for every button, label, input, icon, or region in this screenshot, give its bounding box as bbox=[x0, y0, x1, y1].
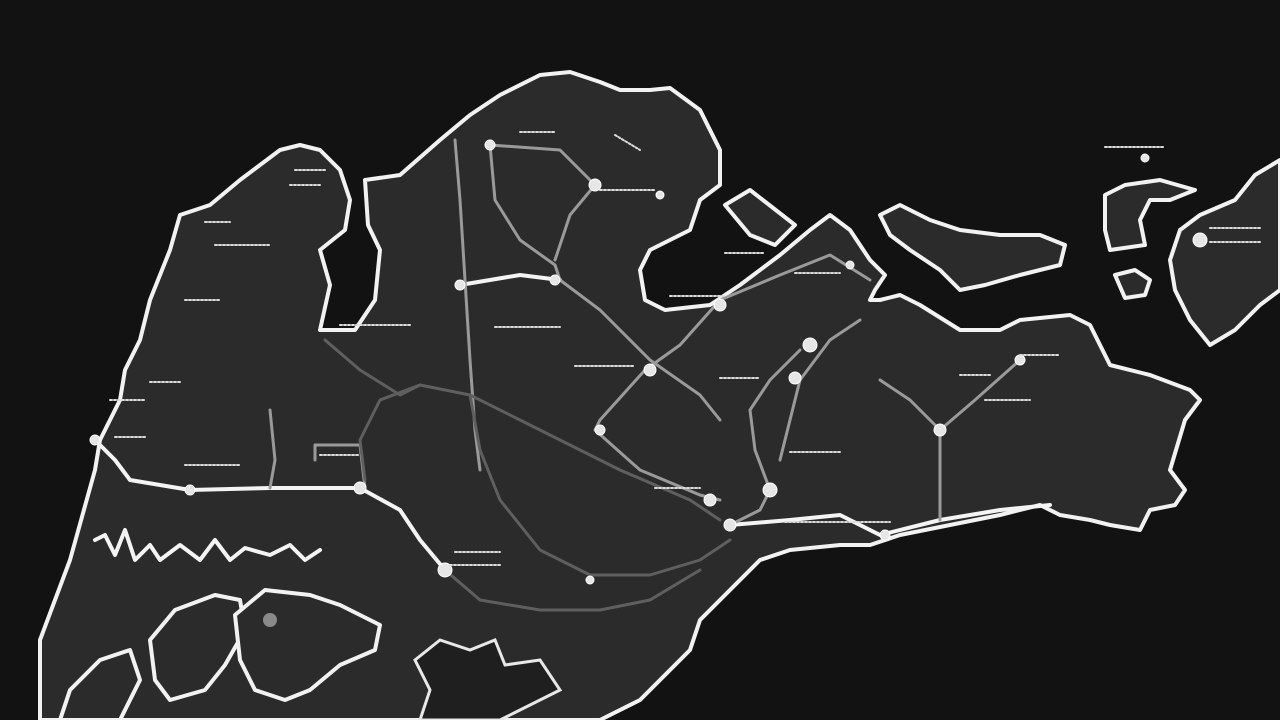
south-connector bbox=[443, 568, 702, 612]
interchange-node[interactable] bbox=[655, 190, 665, 200]
west-road bbox=[268, 408, 277, 490]
interchange-node[interactable] bbox=[802, 337, 818, 353]
north-south-road-1 bbox=[453, 138, 482, 472]
far-east-island bbox=[1168, 158, 1280, 347]
south-arc-road bbox=[468, 393, 732, 577]
illegible-labels bbox=[109, 131, 1261, 566]
interchange-node[interactable] bbox=[1140, 153, 1150, 163]
central-diagonal-road bbox=[593, 298, 722, 502]
estuary bbox=[413, 638, 563, 720]
interchange-node[interactable] bbox=[879, 529, 891, 541]
small-east-islet bbox=[1113, 268, 1152, 300]
interchange-node[interactable] bbox=[1192, 232, 1208, 248]
east-loop-road bbox=[728, 348, 802, 527]
northeast-island-3 bbox=[1103, 178, 1197, 252]
central-north-road bbox=[458, 273, 562, 287]
interchange-node[interactable] bbox=[703, 493, 717, 507]
interchange-node[interactable] bbox=[89, 434, 101, 446]
northeast-island-1 bbox=[878, 203, 1067, 292]
interchange-node[interactable] bbox=[933, 423, 947, 437]
coastal-shoreline-detail bbox=[93, 528, 322, 562]
interchange-node[interactable] bbox=[437, 562, 453, 578]
interchange-node[interactable] bbox=[762, 482, 778, 498]
interchange-node[interactable] bbox=[549, 274, 561, 286]
southwest-island-3 bbox=[58, 648, 142, 720]
interchange-node[interactable] bbox=[643, 363, 657, 377]
interchange-node[interactable] bbox=[845, 260, 855, 270]
interchange-node[interactable] bbox=[184, 484, 196, 496]
interchange-node[interactable] bbox=[1014, 354, 1026, 366]
interchange-node[interactable] bbox=[594, 424, 606, 436]
interchange-node[interactable] bbox=[723, 518, 737, 532]
interchange-node[interactable] bbox=[585, 575, 595, 585]
interchange-node[interactable] bbox=[713, 298, 727, 312]
interchange-node[interactable] bbox=[588, 178, 602, 192]
ring-road bbox=[358, 383, 722, 522]
island-marker bbox=[263, 613, 277, 627]
west-connector bbox=[323, 338, 422, 397]
northeast-island-2 bbox=[723, 188, 797, 247]
interchange-node[interactable] bbox=[788, 371, 802, 385]
interchange-node[interactable] bbox=[353, 481, 367, 495]
southwest-island-1 bbox=[148, 593, 247, 702]
interchange-node[interactable] bbox=[454, 279, 466, 291]
interchange-node[interactable] bbox=[484, 139, 496, 151]
